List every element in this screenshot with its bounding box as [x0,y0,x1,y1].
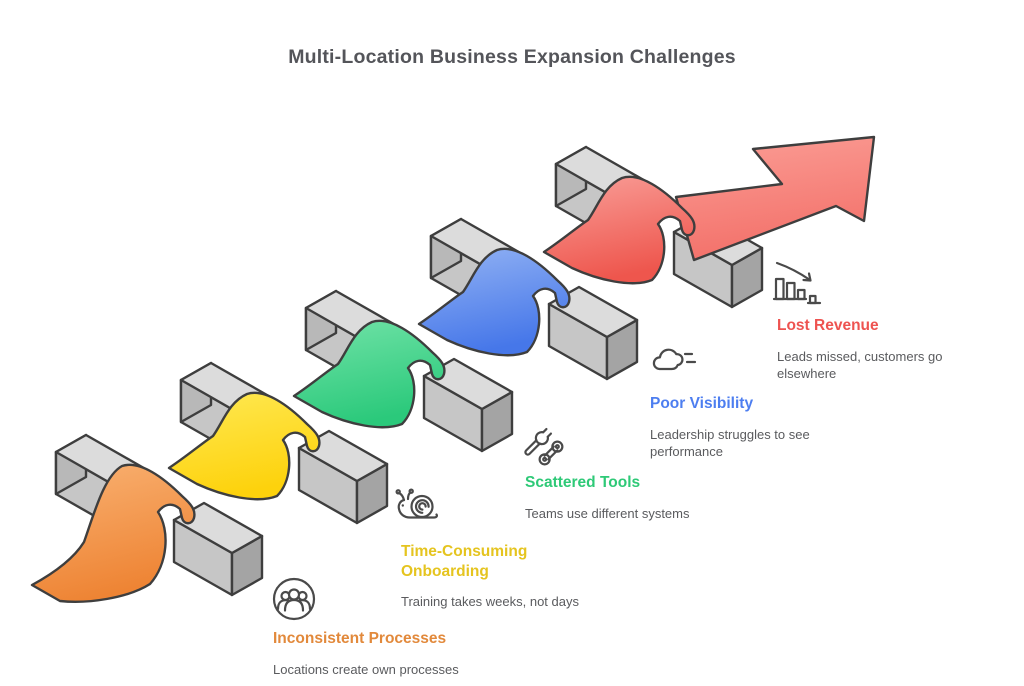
challenge-description: Teams use different systems [525,505,690,521]
challenge-title: Inconsistent Processes [273,630,447,647]
challenge-description: Leads missed, customers go elsewhere [777,348,943,381]
challenge-description: Locations create own processes [273,661,459,677]
bar-chart-decline-icon [772,261,822,305]
challenge-description: Training takes weeks, not days [401,594,579,609]
people-group-icon [272,577,316,621]
snail-icon [395,488,438,519]
page-title: Multi-Location Business Expansion Challe… [288,46,736,68]
cloud-fog-icon [652,348,697,371]
challenge-label-lost-revenue: Lost Revenue Leads missed, customers go … [777,316,977,382]
challenge-label-scattered-tools: Scattered Tools Teams use different syst… [525,473,725,522]
challenge-title: Lost Revenue [777,317,879,334]
growth-arrow [674,135,876,262]
tools-icon [524,427,564,466]
challenge-title: Scattered Tools [525,474,641,491]
challenge-label-time-consuming-onboarding: Time-Consuming Onboarding Training takes… [401,542,579,610]
challenge-label-poor-visibility: Poor Visibility Leadership struggles to … [650,394,842,460]
challenge-title: Poor Visibility [650,395,754,412]
challenge-label-inconsistent-processes: Inconsistent Processes Locations create … [273,629,493,678]
challenge-title: Time-Consuming Onboarding [401,543,528,580]
challenge-description: Leadership struggles to see performance [650,426,810,459]
